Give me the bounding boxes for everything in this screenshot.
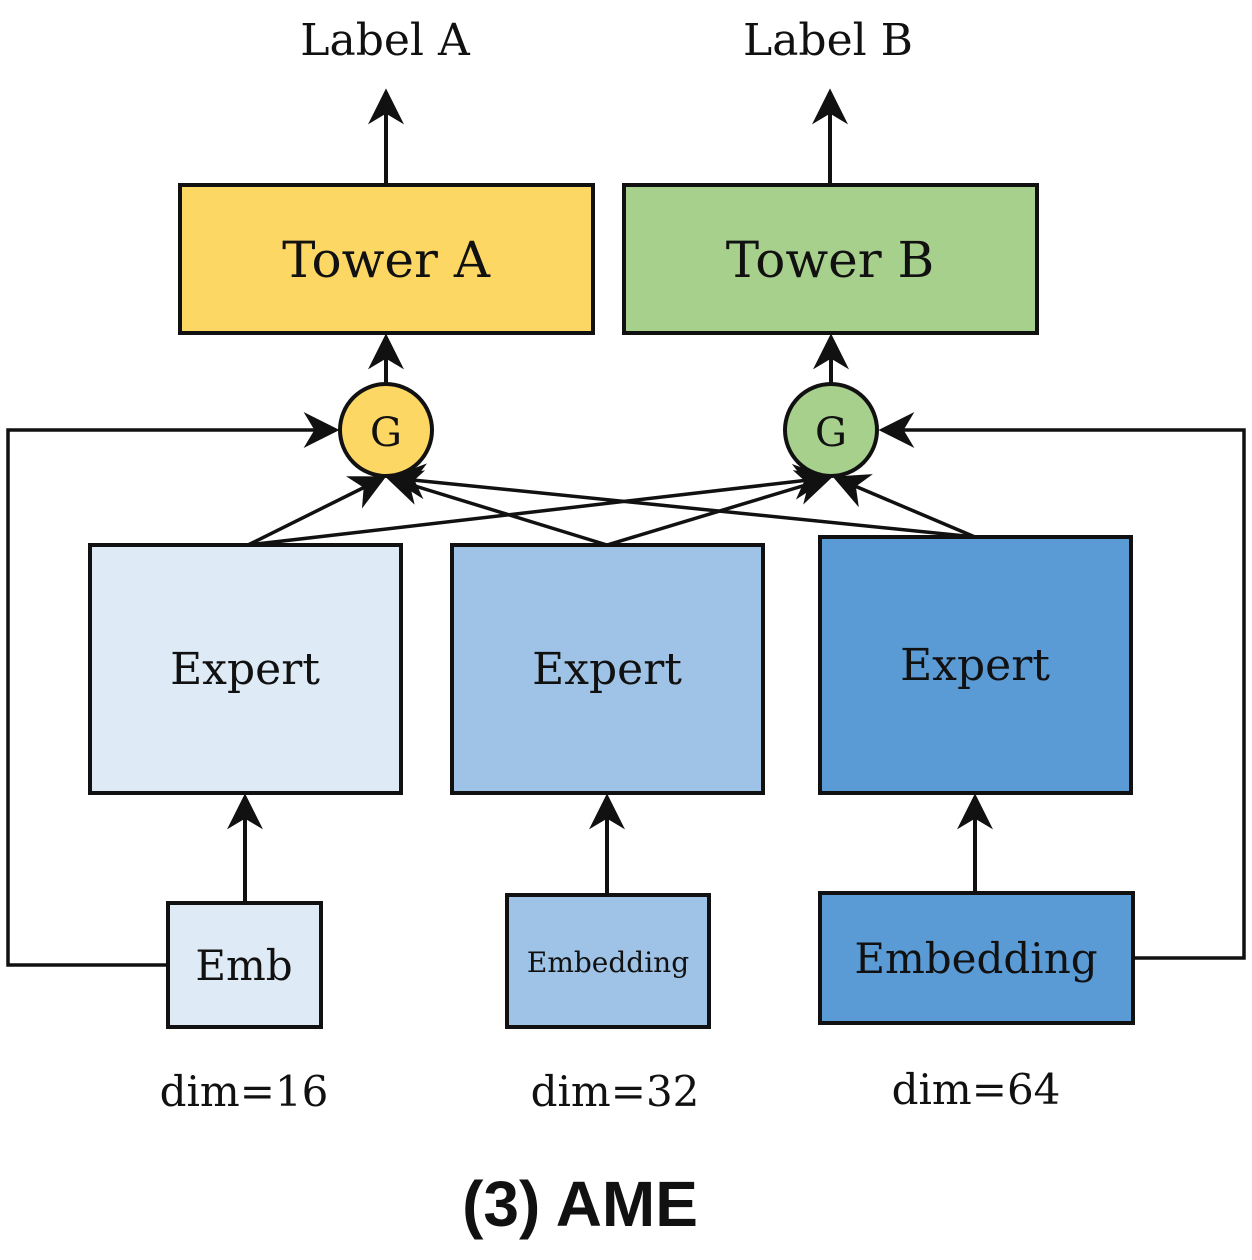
expert-3-box (818, 535, 1133, 795)
expert-3-label: Expert (900, 640, 1050, 691)
label-a: Label A (300, 15, 471, 66)
arrow-expert3-to-gate-a (389, 463, 976, 539)
embedding-16-box (166, 901, 323, 1029)
gate-b-label: G (815, 410, 847, 456)
stray-mark: : (1248, 114, 1252, 160)
tower-a-box (178, 183, 595, 335)
arrow-expert1-to-gate-a (247, 476, 387, 547)
tower-b-box (622, 183, 1039, 335)
emb64-to-gate-b-line (878, 412, 1246, 960)
caption: (3) AME (462, 1168, 698, 1240)
embedding-16-label: Emb (195, 941, 292, 990)
tower-a-label: Tower A (282, 231, 491, 289)
expert-2-label: Expert (532, 644, 682, 695)
dim-64-label: dim=64 (892, 1065, 1061, 1114)
dim-16-label: dim=16 (160, 1067, 329, 1116)
expert-1-box (88, 543, 403, 795)
tower-b-label: Tower B (726, 231, 935, 289)
arrow-expert3-to-gate-b (832, 474, 976, 539)
embedding-32-box (505, 893, 711, 1029)
expert-1-label: Expert (170, 644, 320, 695)
expert-2-box (450, 543, 765, 795)
gate-a-label: G (370, 410, 402, 456)
embedding-32-label: Embedding (527, 946, 689, 979)
embedding-64-label: Embedding (854, 934, 1097, 983)
arrow-expert1-to-gate-b (247, 463, 830, 547)
emb16-to-gate-a-line (6, 412, 340, 967)
embedding-64-box (818, 891, 1135, 1025)
dim-32-label: dim=32 (531, 1067, 700, 1116)
gate-b-circle (783, 382, 879, 478)
gate-a-circle (338, 382, 434, 478)
label-b: Label B (743, 15, 913, 66)
